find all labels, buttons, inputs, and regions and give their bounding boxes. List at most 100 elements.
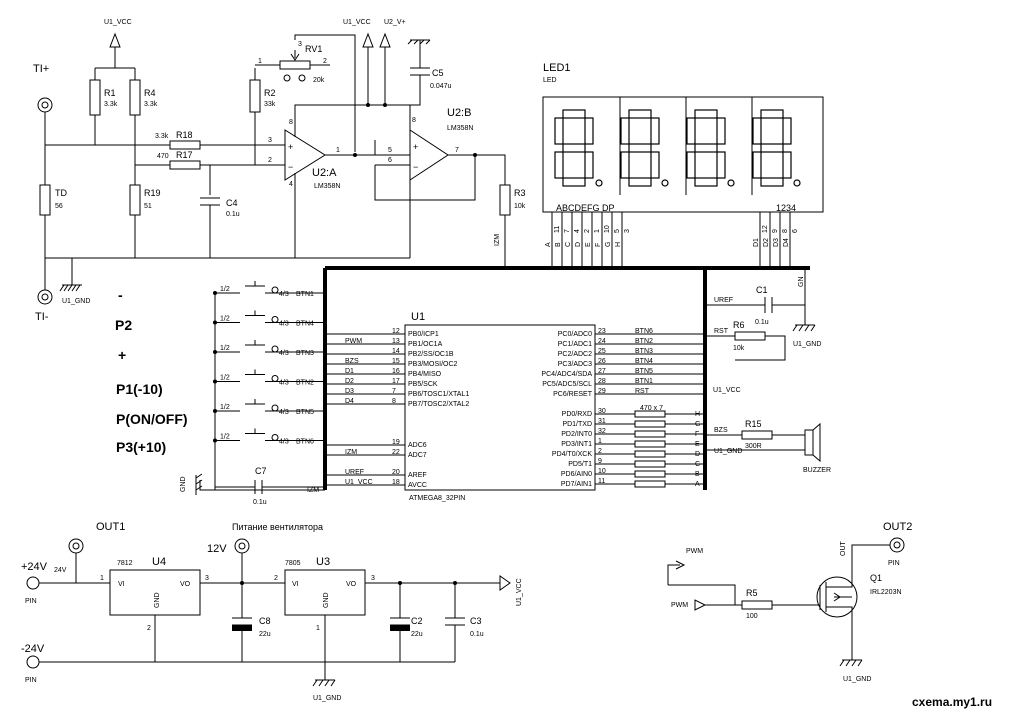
led-digits <box>554 109 801 187</box>
pin-label: D <box>575 242 582 247</box>
led-digit-pin: D29 <box>763 212 779 268</box>
pin-num: 8 <box>412 117 416 124</box>
pin-name: ADC6 <box>408 442 427 449</box>
out2-terminal[interactable] <box>889 537 905 553</box>
led-seg-pin: E1 <box>585 212 601 268</box>
ti-minus-terminal[interactable] <box>37 289 53 305</box>
pin-num: 3 <box>624 229 631 233</box>
r3-label: R3 <box>514 188 526 198</box>
v24m-terminal[interactable] <box>26 655 40 669</box>
r3-value: 10k <box>514 203 526 210</box>
gnd-label: U1_GND <box>313 695 341 702</box>
fan-terminal[interactable] <box>234 538 250 554</box>
r17-resistor <box>169 160 201 170</box>
fan-terminal-inner <box>238 542 246 550</box>
pin-num: 18 <box>392 479 400 486</box>
button-icon <box>271 404 279 412</box>
segment <box>686 117 696 145</box>
r5-label: R5 <box>746 588 758 598</box>
pin-name: PC4/ADC4/SDA <box>541 371 592 378</box>
pin-num: 7 <box>564 229 571 233</box>
ti-minus-terminal-inner <box>41 293 49 301</box>
pin-name: PD2/INT0 <box>561 431 592 438</box>
out1-terminal[interactable] <box>68 538 84 554</box>
pin-label: PIN <box>25 677 37 684</box>
net-label: BZS <box>345 358 359 365</box>
button-label: BTN3 <box>296 350 314 357</box>
pin-num: 3 <box>205 575 209 582</box>
r18-label: R18 <box>176 130 193 140</box>
wire <box>851 544 890 565</box>
pin-num: 1 <box>316 625 320 632</box>
r2-value: 33k <box>264 101 276 108</box>
seg-label: A <box>695 481 700 488</box>
u3-part: 7805 <box>285 560 301 567</box>
wire <box>705 335 786 361</box>
pwm-arrow <box>667 560 686 585</box>
rv1-potentiometer[interactable] <box>279 60 311 70</box>
seg-label: F <box>695 431 699 438</box>
bzs-net-label: BZS <box>714 427 728 434</box>
u2a-opamp <box>284 129 326 181</box>
gnd-label: GND <box>180 476 187 492</box>
wire <box>294 34 356 152</box>
pin-name: PD6/AIN0 <box>561 471 592 478</box>
ti-plus-terminal[interactable] <box>37 97 53 113</box>
pin-name: PC2/ADC2 <box>558 351 592 358</box>
opamp-plus: + <box>413 142 418 152</box>
seg-label: B <box>695 471 700 478</box>
segment <box>686 151 696 179</box>
q1-part: IRL2203N <box>870 589 902 596</box>
u3-label: U3 <box>316 556 330 568</box>
seg-label: G <box>695 421 700 428</box>
pin-name: PD0/RXD <box>562 411 592 418</box>
led-seg-pin: H3 <box>615 212 631 268</box>
digit-2 <box>620 109 669 187</box>
wire <box>200 144 285 195</box>
pwm-net-label: PWM <box>686 548 703 555</box>
rv1-wiper <box>290 50 300 61</box>
segment <box>752 151 762 179</box>
pin-num: 30 <box>598 408 606 415</box>
net-label: BTN4 <box>635 358 653 365</box>
segment <box>650 117 660 145</box>
vcc-arrow <box>362 32 374 105</box>
pin-num: 14 <box>392 348 400 355</box>
pin-num: 9 <box>772 229 779 233</box>
r19-label: R19 <box>144 188 161 198</box>
c7-label: C7 <box>255 466 267 476</box>
segment <box>782 117 792 145</box>
led-digit-pin: D46 <box>783 212 799 268</box>
rnet-resistor <box>634 420 666 428</box>
pin-num: 28 <box>598 378 606 385</box>
r2-label: R2 <box>264 88 276 98</box>
segment <box>628 109 652 119</box>
decimal-point <box>661 179 669 187</box>
pin-label: D4 <box>783 238 790 247</box>
rv1-value: 20k <box>313 77 325 84</box>
rv1-adjust-icon <box>298 74 306 82</box>
v24p-terminal[interactable] <box>26 576 40 590</box>
q1-body <box>819 565 853 625</box>
izm-net-label: IZM <box>307 487 319 494</box>
u1-part: ATMEGA8_32PIN <box>409 495 465 502</box>
junction <box>383 103 387 107</box>
pin-num: 2 <box>268 157 272 164</box>
decimal-point <box>793 179 801 187</box>
pin-label: D3 <box>773 238 780 247</box>
r4-label: R4 <box>144 88 156 98</box>
